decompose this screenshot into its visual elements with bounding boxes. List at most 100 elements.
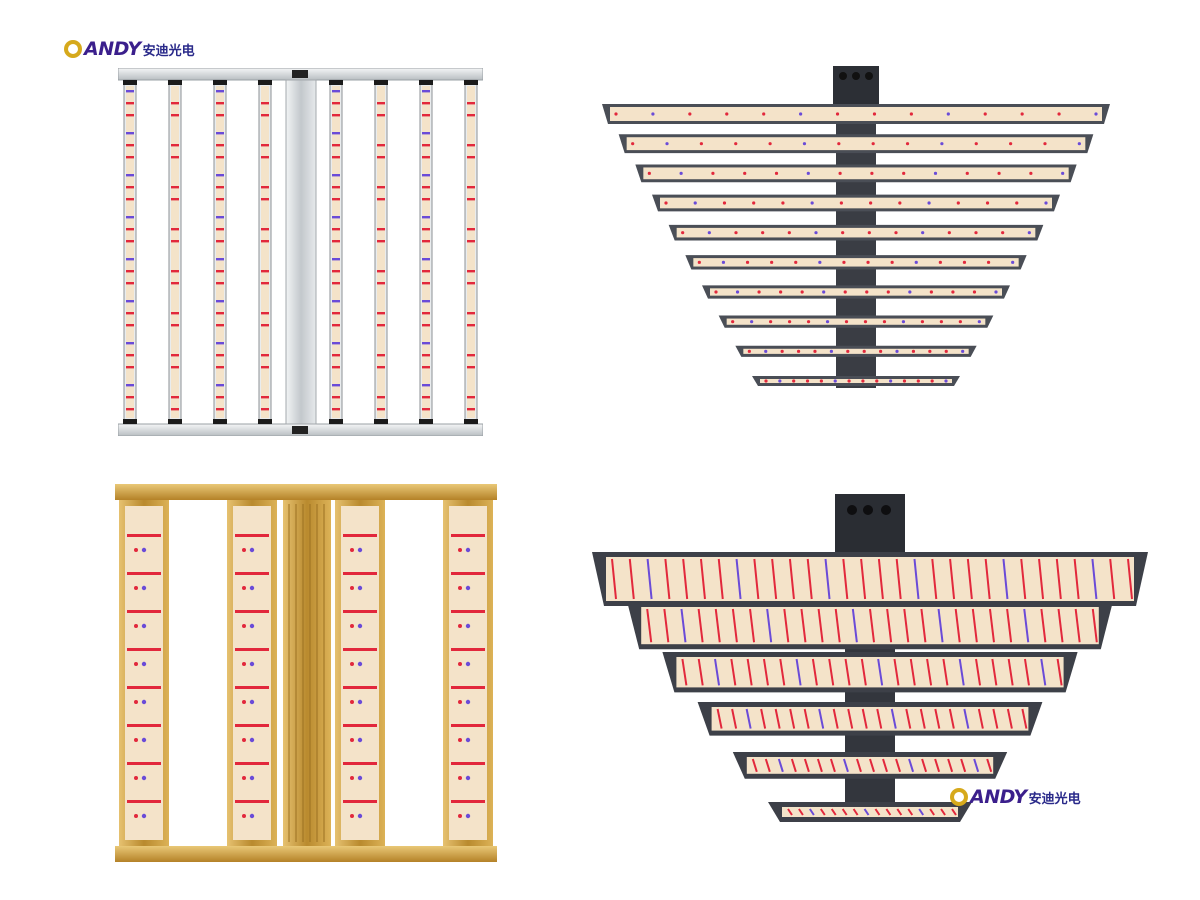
led-dot (841, 231, 845, 235)
led-dot (844, 658, 851, 686)
led-dot (863, 320, 868, 324)
led-dot (895, 758, 901, 773)
led-dot (806, 171, 810, 175)
led-dot (235, 800, 269, 803)
led-dot (467, 186, 475, 189)
led-dot (332, 132, 340, 135)
led-dot (810, 201, 814, 205)
led-dot (846, 349, 850, 353)
bar-cap (168, 80, 182, 85)
led-dot (764, 379, 768, 383)
led-dot (332, 216, 340, 219)
led-dot (973, 758, 980, 773)
led-dot (825, 320, 830, 324)
led-dot (171, 324, 179, 327)
knob-icon (852, 72, 860, 80)
led-dot (357, 623, 363, 629)
led-dot (171, 240, 179, 243)
brand-name: ANDY (84, 38, 141, 60)
led-dot (465, 661, 471, 667)
led-dot (343, 610, 377, 613)
led-dot (934, 708, 941, 729)
led-dot (465, 585, 471, 591)
led-dot (377, 324, 385, 327)
led-dot (141, 737, 147, 743)
led-dot (852, 808, 859, 816)
led-dot (249, 775, 255, 781)
led-dot (422, 156, 430, 159)
led-dot (830, 808, 837, 816)
led-dot (357, 775, 363, 781)
led-dot (377, 240, 385, 243)
bar-cap (329, 419, 343, 424)
led-dot (465, 813, 471, 819)
led-dot (343, 534, 377, 537)
led-dot (467, 198, 475, 201)
led-dot (126, 324, 134, 327)
led-dot (451, 800, 485, 803)
led-dot (926, 658, 933, 686)
led-dot (171, 198, 179, 201)
led-dot (829, 758, 836, 773)
led-dot (422, 258, 430, 261)
led-dot (783, 608, 790, 643)
led-dot (332, 102, 340, 105)
led-strip (626, 137, 1086, 151)
led-dot (974, 231, 978, 235)
led-dot (778, 379, 782, 383)
led-dot (350, 738, 354, 742)
led-dot (467, 366, 475, 369)
led-dot (171, 396, 179, 399)
led-dot (126, 114, 134, 117)
led-dot (958, 320, 962, 324)
led-strip (422, 86, 430, 418)
led-dot (350, 814, 354, 818)
led-dot (1038, 558, 1045, 600)
led-dot (958, 658, 965, 686)
led-dot (357, 737, 363, 743)
led-dot (1074, 608, 1081, 643)
led-dot (134, 700, 138, 704)
led-dot (934, 758, 941, 773)
led-dot (235, 534, 269, 537)
led-dot (875, 379, 879, 383)
led-dot (794, 260, 798, 264)
led-dot (951, 808, 957, 816)
led-dot (930, 379, 934, 383)
led-dot (746, 658, 753, 686)
led-dot (249, 661, 255, 667)
led-dot (332, 366, 340, 369)
led-dot (818, 708, 825, 729)
led-dot (235, 686, 269, 689)
led-dot (1057, 112, 1061, 116)
led-dot (465, 737, 471, 743)
led-dot (682, 558, 689, 600)
led-dot (422, 144, 430, 147)
led-dot (975, 658, 982, 686)
led-dot (422, 90, 430, 93)
led-dot (789, 708, 796, 729)
led-dot (216, 174, 224, 177)
led-dot (762, 658, 769, 686)
led-dot (1055, 558, 1062, 600)
brand-logo-watermark: ANDY 安迪光电 (950, 786, 1081, 808)
led-dot (126, 198, 134, 201)
led-dot (707, 231, 711, 235)
led-dot (752, 201, 756, 205)
led-dot (422, 114, 430, 117)
led-dot (1091, 608, 1098, 643)
led-dot (842, 558, 849, 600)
led-dot (894, 231, 898, 235)
led-dot (1091, 558, 1098, 600)
led-dot (681, 231, 685, 235)
knob-icon (881, 505, 891, 515)
bar-cap (123, 419, 137, 424)
led-dot (918, 808, 925, 816)
led-dot (332, 144, 340, 147)
led-dot (843, 758, 849, 773)
led-dot (332, 240, 340, 243)
led-dot (938, 260, 942, 264)
led-dot (714, 658, 721, 686)
led-dot (377, 408, 385, 411)
knob-icon (847, 505, 857, 515)
